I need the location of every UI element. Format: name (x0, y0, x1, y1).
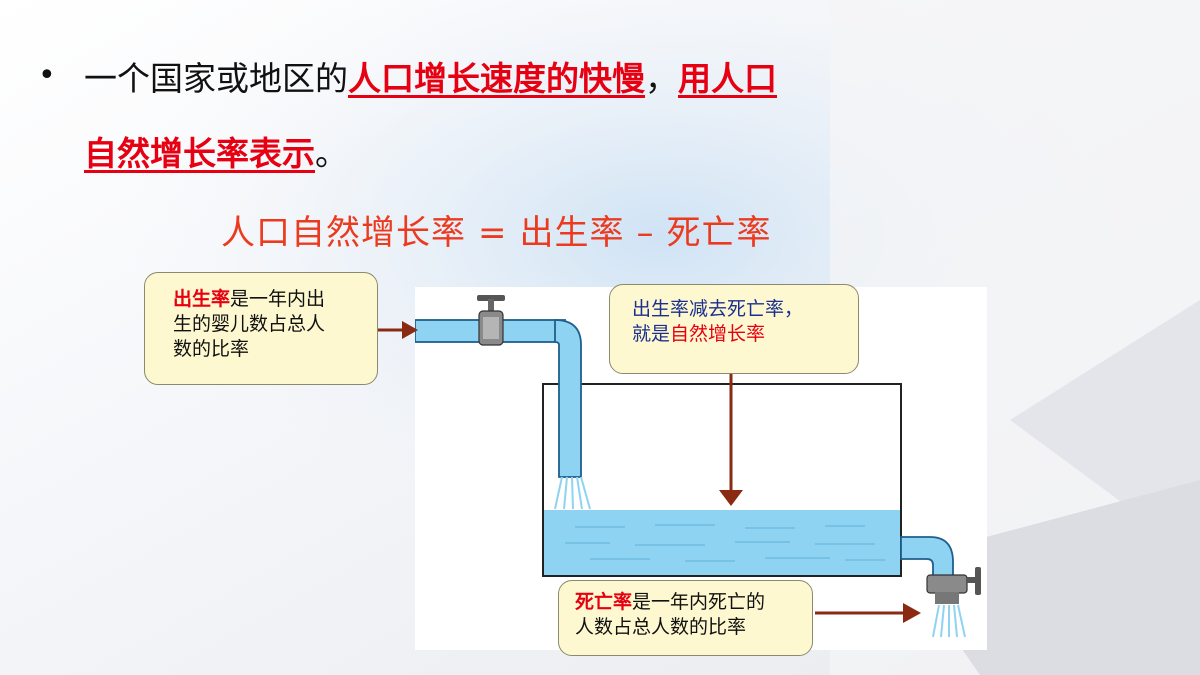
bullet-comma: ， (645, 59, 678, 98)
formula-term-death: 死亡率 (666, 213, 772, 253)
inflow-faucet-icon (477, 295, 505, 346)
bullet-red-text: 人口增长速度的快慢 (348, 59, 645, 98)
birth-rate-text-2: 生的婴儿数占总人 (173, 313, 326, 335)
formula-left: 人口自然增长率 (221, 213, 466, 253)
natural-growth-text-1: 出生率减去死亡率， (632, 298, 804, 320)
natural-growth-callout: 出生率减去死亡率， 就是自然增长率 (609, 284, 859, 374)
down-arrow (719, 373, 743, 506)
tank-outline (542, 383, 902, 577)
inflow-arrow (378, 321, 418, 339)
bullet-line-1: 一个国家或地区的人口增长速度的快慢，用人口 (84, 52, 777, 100)
outflow-arrow (815, 603, 921, 623)
death-rate-text-1: 是一年内死亡的 (632, 591, 766, 613)
outflow-spray (932, 604, 966, 638)
death-rate-term: 死亡率 (575, 591, 633, 613)
birth-rate-term: 出生率 (173, 288, 231, 310)
death-rate-text-2: 人数占总人数的比率 (575, 616, 747, 638)
bullet-red-text-3: 自然增长率表示 (84, 134, 315, 173)
inflow-pipe-vertical (554, 319, 582, 478)
bullet-dot: • (38, 58, 56, 93)
water-ripples (565, 524, 885, 562)
formula: 人口自然增长率 = 出生率–死亡率 (215, 205, 778, 254)
bullet-plain-text: 一个国家或地区的 (84, 59, 348, 98)
bullet-line-2: 自然增长率表示。 (84, 127, 348, 175)
formula-term-birth: 出生率 (519, 213, 625, 253)
formula-minus: – (636, 213, 655, 253)
outflow-faucet-icon (926, 567, 981, 604)
bullet-period: 。 (315, 134, 348, 173)
birth-rate-text-3: 数的比率 (173, 338, 250, 360)
birth-rate-callout: 出生率是一年内出 生的婴儿数占总人 数的比率 (144, 272, 378, 385)
bullet-red-text-2: 用人口 (678, 59, 777, 98)
formula-equals: = (478, 213, 508, 253)
natural-growth-text-2: 就是 (632, 323, 671, 345)
birth-rate-text-1: 是一年内出 (230, 288, 326, 310)
natural-growth-term: 自然增长率 (670, 323, 766, 345)
inflow-spray (554, 476, 591, 510)
death-rate-callout: 死亡率是一年内死亡的 人数占总人数的比率 (558, 580, 813, 656)
